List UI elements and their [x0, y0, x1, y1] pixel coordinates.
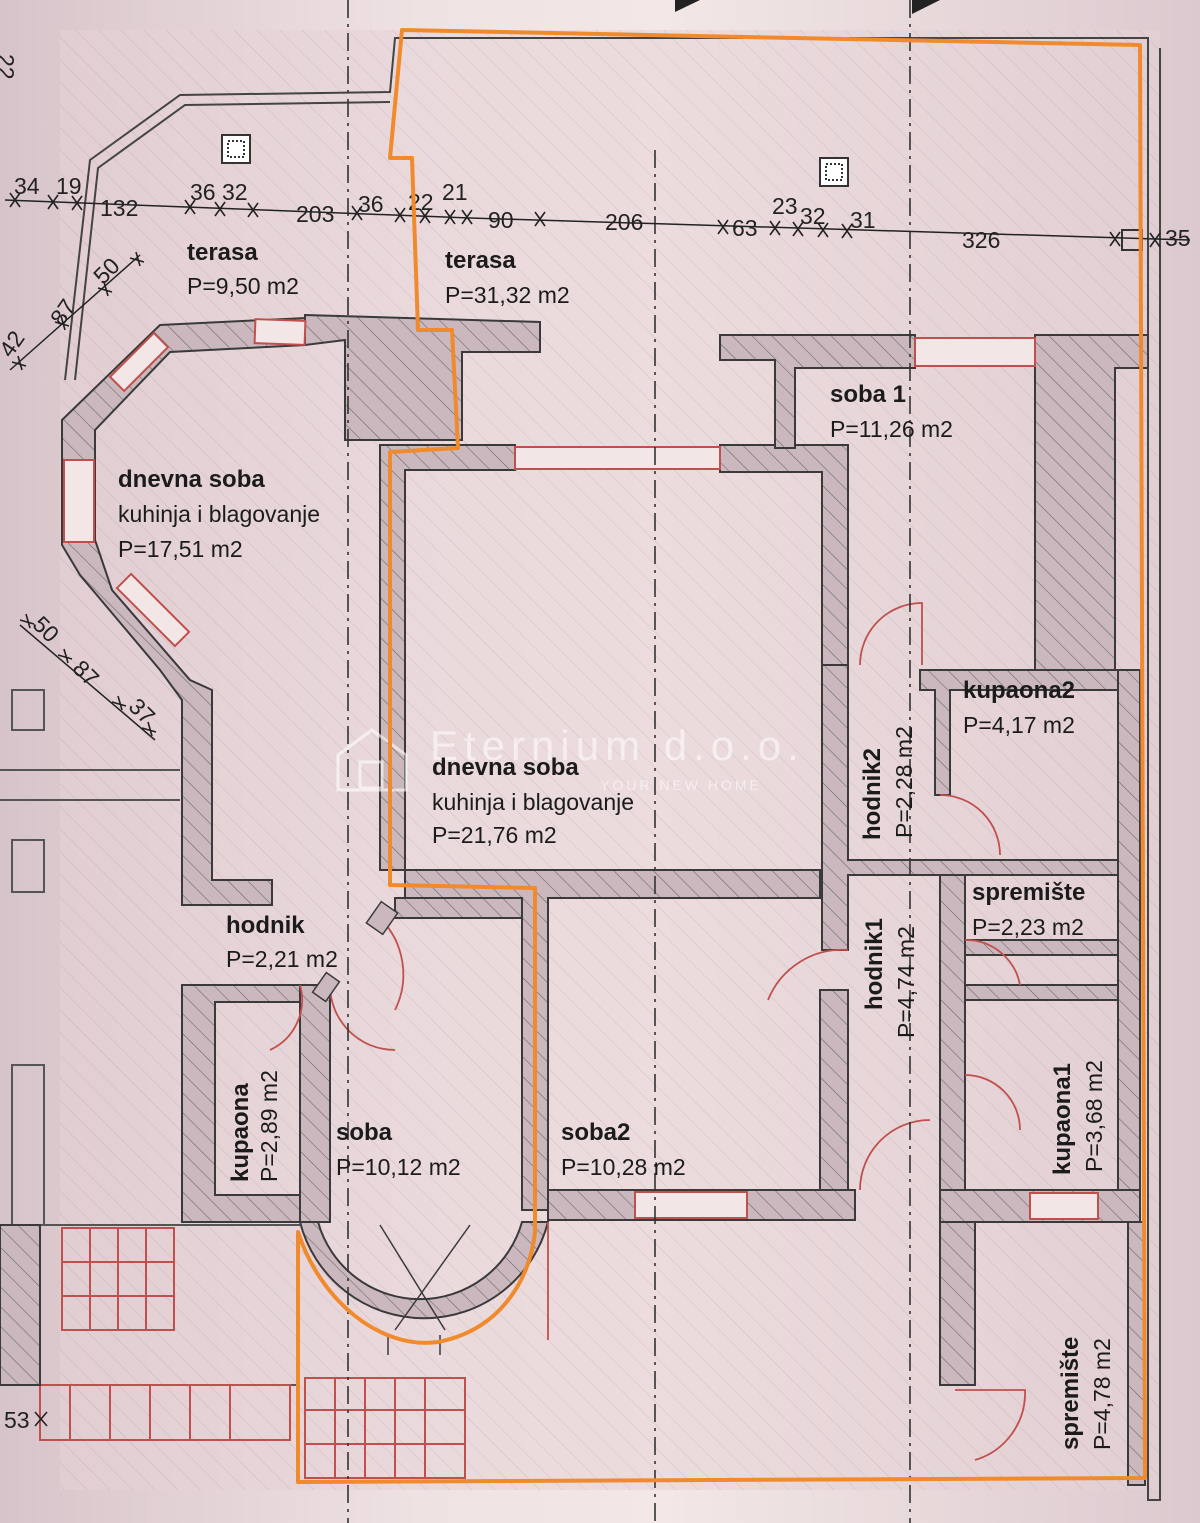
dim-35: 35 [1165, 225, 1191, 251]
label-kupaona-area: P=2,89 m2 [256, 1070, 282, 1182]
label-hodnik1-name: hodnik1 [861, 918, 888, 1010]
label-dnevna-main-name: dnevna soba [432, 754, 579, 781]
label-spremiste-bottom-area: P=4,78 m2 [1089, 1338, 1115, 1450]
label-terasa-left-name: terasa [187, 239, 258, 266]
label-dnevna-main-area: P=21,76 m2 [432, 822, 557, 848]
paper-hatch [60, 30, 1160, 1490]
dim-21: 21 [442, 179, 468, 205]
wall-soba-top [394, 897, 523, 919]
dimension-ticks [9, 192, 1161, 1427]
label-soba2-area: P=10,28 m2 [561, 1154, 686, 1180]
dim-36a: 36 [190, 179, 216, 205]
label-hodnik-area: P=2,21 m2 [226, 946, 338, 972]
dimension-lines [4, 199, 1191, 741]
label-kupaona-name: kupaona [227, 1083, 254, 1182]
dim-206: 206 [605, 209, 643, 235]
terrace-outlines [64, 37, 1161, 1501]
label-dnevna-left-name: dnevna soba [118, 466, 265, 493]
wall-soba2-right [819, 989, 849, 1191]
wall-hallway1-right [939, 874, 966, 1191]
dim-203: 203 [296, 201, 334, 227]
dim-32a: 32 [222, 179, 248, 205]
wall-right-column [1117, 669, 1141, 1221]
label-spremiste-top-area: P=2,23 m2 [972, 914, 1084, 940]
label-soba2-name: soba2 [561, 1119, 630, 1146]
dim-34: 34 [14, 173, 40, 199]
label-kupaona1-area: P=3,68 m2 [1081, 1060, 1107, 1172]
wall-kupaona1-top [964, 984, 1119, 1001]
wall-hallway-right [821, 664, 1119, 951]
label-soba-name: soba [336, 1119, 393, 1146]
room-labels: terasa P=9,50 m2 terasa P=31,32 m2 dnevn… [118, 239, 1115, 1450]
label-terasa-left-area: P=9,50 m2 [187, 273, 299, 299]
watermark-tagline: YOUR NEW HOME [600, 777, 762, 793]
windows [63, 318, 1099, 1220]
dim-22-corner: 22 [0, 54, 19, 80]
dim-31: 31 [850, 207, 876, 233]
label-dnevna-left-area: P=17,51 m2 [118, 536, 243, 562]
dimension-labels: 34 19 132 36 32 203 36 22 21 90 206 63 2… [0, 54, 1191, 1433]
dim-32b: 32 [800, 203, 826, 229]
label-terasa-main-name: terasa [445, 247, 516, 274]
wall-bottom-left [0, 1224, 41, 1386]
dim-23: 23 [772, 193, 798, 219]
label-hodnik2-name: hodnik2 [859, 748, 886, 840]
dim-36b: 36 [358, 191, 384, 217]
label-terasa-main-area: P=31,32 m2 [445, 282, 570, 308]
wall-soba-left [299, 984, 331, 1223]
vents [221, 134, 1143, 251]
bay-glazing [379, 1224, 471, 1355]
dim-326: 326 [962, 227, 1000, 253]
wall-main-top [379, 444, 516, 871]
label-soba1-name: soba 1 [830, 381, 906, 408]
wall-storage-bottom [939, 1221, 976, 1386]
label-kupaona1-name: kupaona1 [1049, 1063, 1076, 1175]
label-hodnik2-area: P=2,28 m2 [891, 726, 917, 838]
wall-soba1-right [1034, 334, 1149, 671]
wall-storage-right [1127, 1221, 1146, 1486]
dim-53: 53 [4, 1407, 30, 1433]
wall-spremiste-top [964, 939, 1119, 956]
label-spremiste-bottom-name: spremište [1057, 1337, 1084, 1450]
label-soba1-area: P=11,26 m2 [830, 416, 953, 442]
label-hodnik-name: hodnik [226, 912, 305, 939]
door-leaves [311, 900, 399, 1003]
label-soba-area: P=10,12 m2 [336, 1154, 461, 1180]
label-hodnik1-area: P=4,74 m2 [893, 926, 919, 1038]
wall-top-mid [304, 313, 541, 441]
label-kupaona2-name: kupaona2 [963, 677, 1075, 704]
walls [0, 313, 1149, 1486]
apartment-highlight-outline [296, 28, 1147, 1484]
stairs-left [39, 1227, 466, 1479]
dim-19: 19 [56, 173, 82, 199]
section-marks [675, 0, 940, 14]
watermark-brand: Eternium d.o.o. [430, 722, 805, 769]
label-dnevna-main-sub: kuhinja i blagovanje [432, 789, 634, 815]
dim-63: 63 [732, 215, 758, 241]
dim-90: 90 [488, 207, 514, 233]
label-dnevna-left-sub: kuhinja i blagovanje [118, 501, 320, 527]
label-kupaona2-area: P=4,17 m2 [963, 712, 1075, 738]
axis-lines [347, 0, 911, 1523]
watermark: Eternium d.o.o. YOUR NEW HOME [336, 722, 805, 793]
label-spremiste-top-name: spremište [972, 879, 1085, 906]
dim-132: 132 [100, 195, 138, 221]
